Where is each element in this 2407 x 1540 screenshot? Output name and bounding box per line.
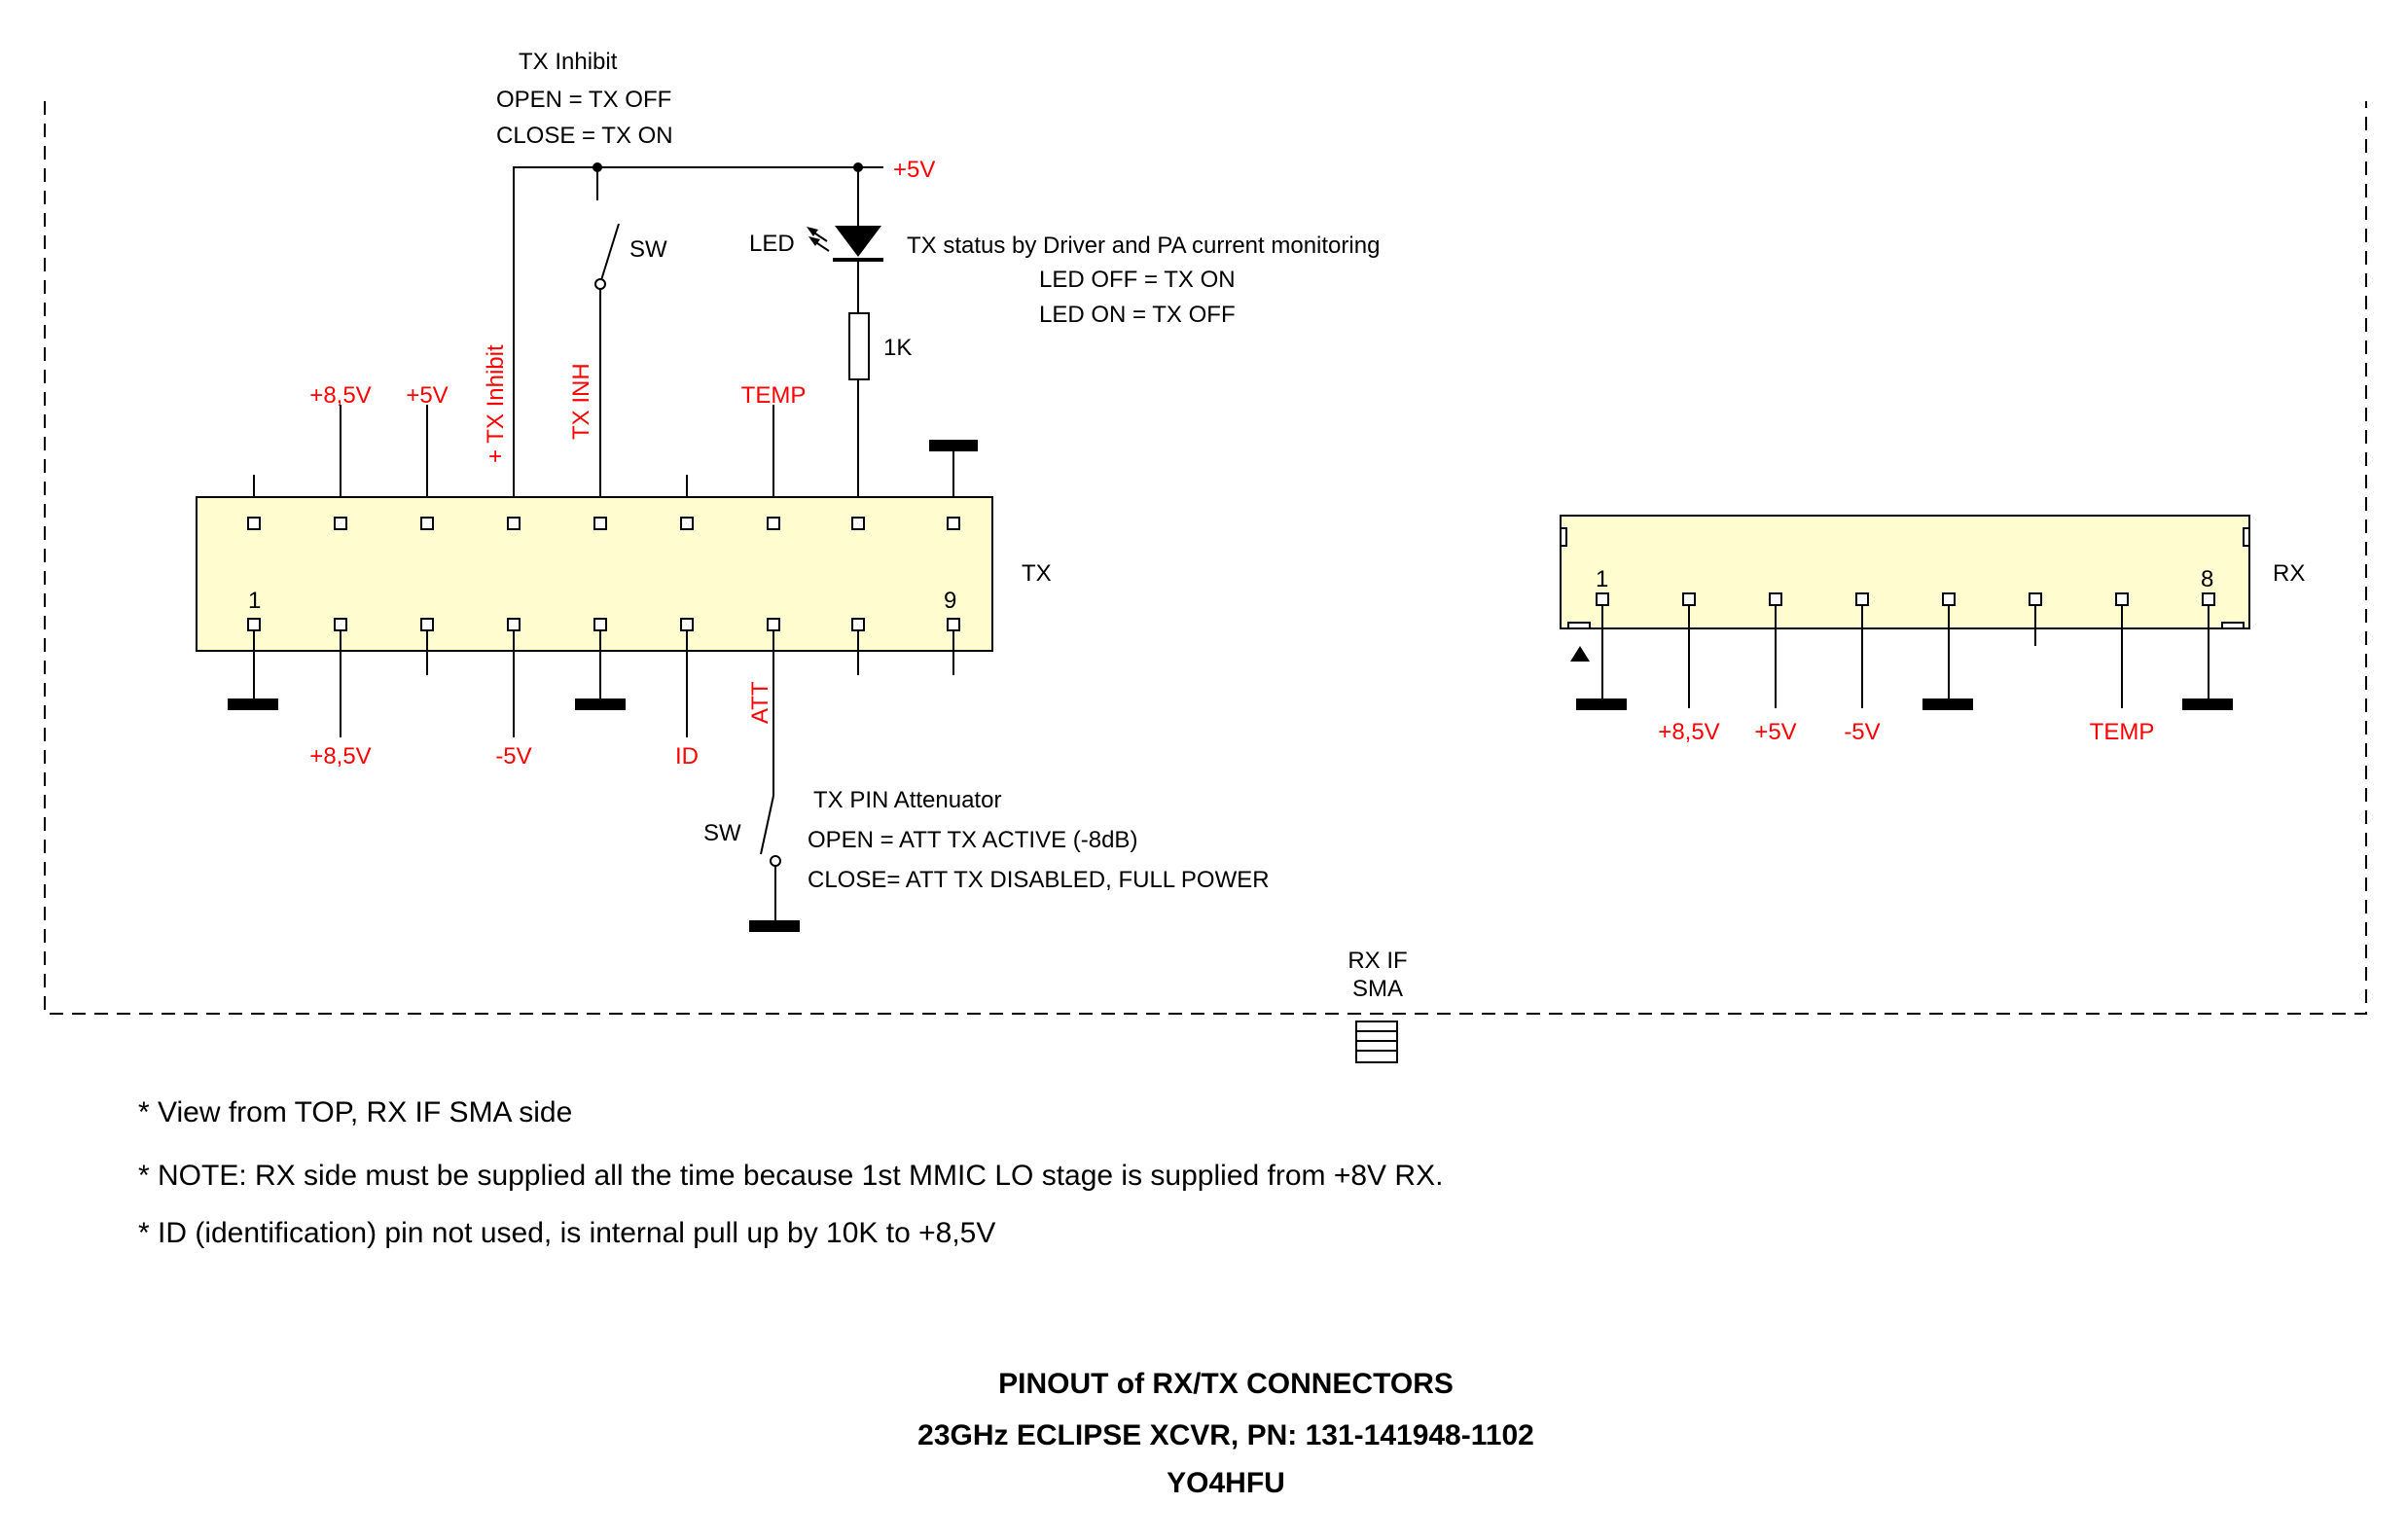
footer-model: 23GHz ECLIPSE XCVR, PN: 131-141948-1102	[917, 1419, 1534, 1451]
tx-bottom-label-p2: +8,5V	[309, 743, 371, 770]
tx-pin	[420, 618, 434, 631]
pin1-marker	[1570, 646, 1590, 662]
tx-pin	[334, 618, 347, 631]
sma-connector-symbol	[1355, 1021, 1398, 1063]
tx-pin	[420, 517, 434, 530]
inhibit-switch-label: SW	[629, 236, 667, 263]
tx-top-label-p2: +8,5V	[309, 382, 371, 409]
resistor-symbol	[848, 312, 870, 380]
sma-label-line2: SMA	[1352, 976, 1403, 1002]
rx-pin	[2115, 592, 2129, 606]
tx-pin	[851, 618, 865, 631]
ground-symbol	[749, 920, 800, 932]
attenuator-switch-label: SW	[703, 820, 741, 846]
tx-top-label-p5: TX INH	[568, 363, 594, 440]
note-rx-supply: * NOTE: RX side must be supplied all the…	[138, 1160, 1443, 1192]
tx-pin	[851, 517, 865, 530]
tx-inhibit-close: CLOSE = TX ON	[496, 123, 673, 149]
rx-bottom-label-p3: +5V	[1754, 719, 1796, 745]
attenuator-close: CLOSE= ATT TX DISABLED, FULL POWER	[808, 867, 1270, 893]
ground-symbol	[1922, 698, 1973, 710]
tx-pin	[247, 517, 261, 530]
attenuator-open: OPEN = ATT TX ACTIVE (-8dB)	[808, 827, 1137, 853]
tx-inhibit-title: TX Inhibit	[519, 49, 618, 75]
rx-pin	[2029, 592, 2042, 606]
tx-bottom-label-p7: ATT	[747, 681, 773, 724]
ground-symbol	[2182, 698, 2233, 710]
rx-pin	[1596, 592, 1609, 606]
tx-pin	[947, 517, 960, 530]
tx-top-label-p7: TEMP	[741, 382, 807, 409]
footer-title: PINOUT of RX/TX CONNECTORS	[998, 1368, 1454, 1400]
tx-connector-label: TX	[1022, 560, 1052, 587]
rx-pin	[1942, 592, 1956, 606]
ground-symbol	[228, 698, 278, 710]
tx-top-label-p3: +5V	[406, 382, 448, 409]
tx-inhibit-open: OPEN = TX OFF	[496, 87, 671, 113]
tx-last-pin-number: 9	[944, 588, 956, 614]
rx-pin	[1855, 592, 1869, 606]
tx-pin	[593, 517, 607, 530]
tx-bottom-label-p4: -5V	[495, 743, 531, 770]
rx-connector-label: RX	[2273, 560, 2305, 587]
note-view: * View from TOP, RX IF SMA side	[138, 1096, 572, 1128]
rx-key-tab	[1567, 622, 1591, 629]
led-symbol	[807, 167, 883, 313]
ground-symbol	[575, 698, 626, 710]
rx-key-tab	[2221, 622, 2245, 629]
rx-pin	[1682, 592, 1696, 606]
rx-pin	[2202, 592, 2215, 606]
sma-label-line1: RX IF	[1347, 948, 1407, 974]
led-status-title: TX status by Driver and PA current monit…	[907, 233, 1380, 259]
rx-pin	[1769, 592, 1782, 606]
led-label: LED	[749, 231, 795, 257]
tx-inhibit-switch	[594, 167, 620, 523]
tx-pin	[947, 618, 960, 631]
rx-bottom-label-p2: +8,5V	[1658, 719, 1719, 745]
ground-symbol	[1576, 698, 1627, 710]
tx-pin	[507, 517, 521, 530]
tx-bottom-label-p6: ID	[675, 743, 699, 770]
tx-pin	[767, 618, 780, 631]
ground-symbol	[929, 440, 978, 451]
attenuator-switch	[749, 795, 800, 932]
led-on-text: LED ON = TX OFF	[1039, 302, 1236, 328]
note-id-pin: * ID (identification) pin not used, is i…	[138, 1217, 995, 1249]
tx-first-pin-number: 1	[248, 588, 261, 614]
footer-author: YO4HFU	[1167, 1467, 1285, 1499]
attenuator-title: TX PIN Attenuator	[813, 787, 1001, 813]
rx-connector	[1560, 515, 2250, 710]
tx-pin	[247, 618, 261, 631]
tx-pin	[593, 618, 607, 631]
module-outline	[44, 101, 2367, 1015]
tx-pin	[507, 618, 521, 631]
led-off-text: LED OFF = TX ON	[1039, 267, 1236, 293]
rx-key-tab	[2243, 527, 2250, 547]
rx-key-tab	[1560, 527, 1567, 547]
supply-label: +5V	[893, 157, 935, 183]
tx-pin	[680, 618, 694, 631]
tx-pin	[334, 517, 347, 530]
rx-bottom-label-p4: -5V	[1844, 719, 1880, 745]
rx-connector-body	[1560, 515, 2250, 629]
tx-connector	[196, 405, 993, 796]
rx-last-pin-number: 8	[2201, 566, 2213, 592]
rx-first-pin-number: 1	[1596, 566, 1608, 592]
supply-bus	[513, 166, 883, 523]
resistor-label: 1K	[883, 335, 912, 361]
tx-pin	[680, 517, 694, 530]
rx-bottom-label-p7: TEMP	[2090, 719, 2155, 745]
tx-pin	[767, 517, 780, 530]
tx-top-label-p4: + TX Inhibit	[483, 344, 509, 463]
